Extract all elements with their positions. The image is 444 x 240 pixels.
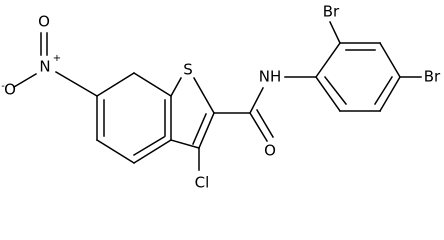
molecule-diagram: O N + O - S Cl NH O Br Br [1,3,441,192]
atom-oxygen-left: O [4,81,16,99]
bond-c7-c8 [95,138,136,165]
bond-s-c2 [192,76,216,115]
atom-nitrogen-nitro: N [39,58,50,76]
bond-c8-c7a [132,138,173,165]
bond-c7a-s [169,76,183,98]
atom-sulfur: S [183,61,193,79]
atom-amide-o: O [264,142,276,160]
amide-group [213,76,317,143]
bond-ar-c1-c2 [314,41,342,79]
bond-c5-c6 [95,71,136,98]
bond-c2-c3-inner [192,113,207,145]
dibromophenyl-ring [314,21,422,113]
bond-ar-c4-c5-inner [373,75,394,106]
thiophene-ring [169,76,216,149]
bond-c2-c3 [198,112,215,149]
bond-c5-c4a [132,71,173,98]
atom-bromine-right: Br [424,68,441,86]
bond-ar-c4-c5 [378,75,402,113]
bond-nitro-n-ring [54,70,99,98]
atom-oxygen-minus: - [1,81,5,92]
bond-ar-br-top [329,21,341,44]
atom-nitro-plus: + [53,53,61,64]
bond-c8-c7a-inner [132,135,166,157]
bond-carbonyl-nh [248,86,265,115]
atom-bromine-top: Br [323,3,340,21]
atom-oxygen-top: O [38,13,50,31]
bond-nitro-n-o-left [12,72,38,89]
bond-ar-c6-c1-inner [323,75,348,106]
bond-carbonyl-o [248,111,269,143]
bond-carbonyl-o-inner [255,108,275,139]
atom-chlorine: Cl [195,174,210,192]
bond-ar-c3-c4 [378,41,402,79]
bond-c3-c3a [170,139,200,149]
benzene-ring-fused [95,71,173,165]
nitro-group [12,32,99,98]
structure-svg: O N + O - S Cl NH O Br Br [1,3,441,192]
atom-amide-nh: NH [259,68,282,86]
bond-ar-c6-c1 [314,75,342,113]
